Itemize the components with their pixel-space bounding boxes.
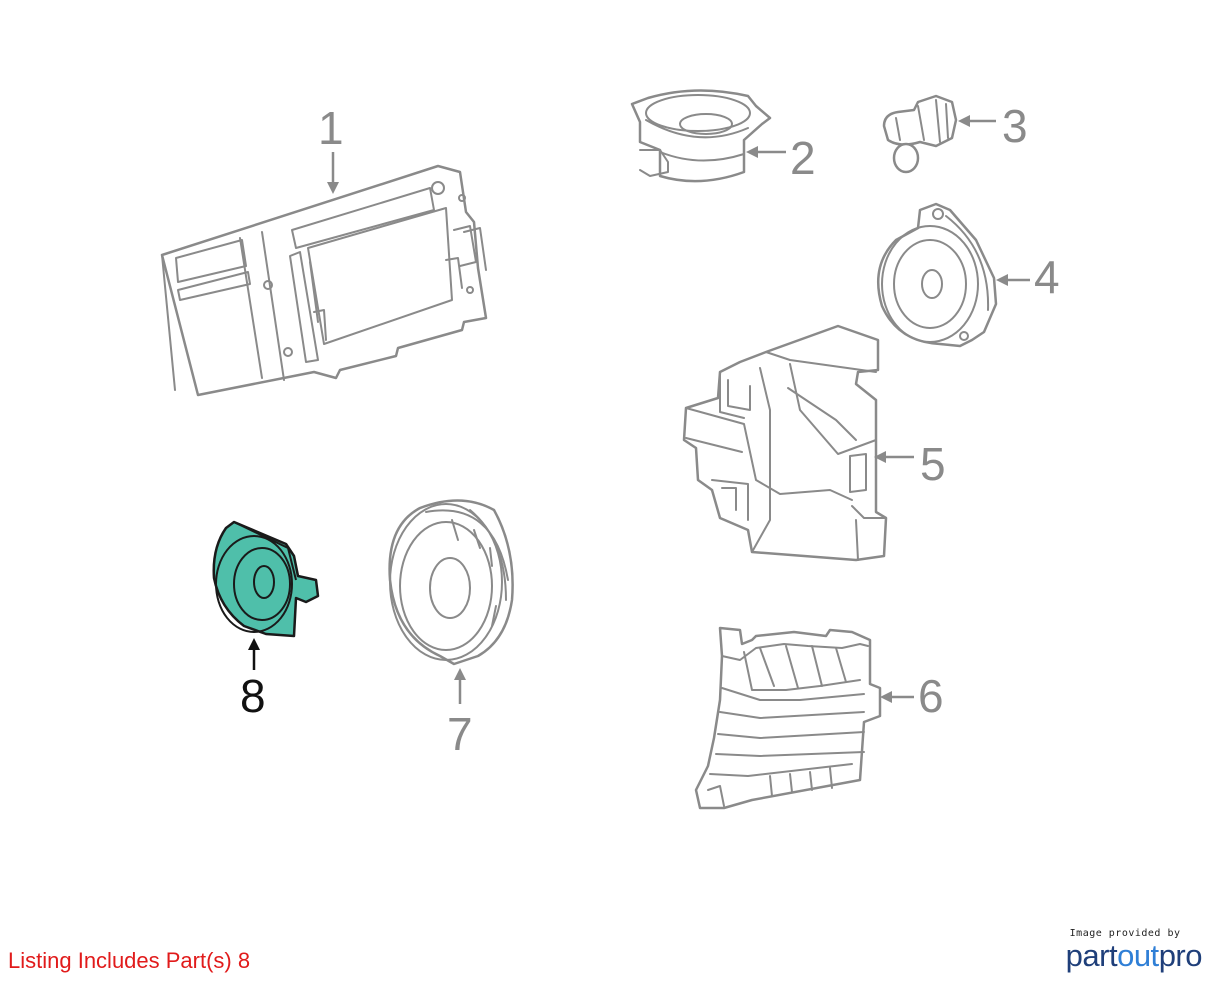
part-2-speaker — [630, 89, 772, 183]
svg-text:1: 1 — [318, 102, 344, 154]
svg-text:5: 5 — [920, 438, 946, 490]
listing-note: Listing Includes Part(s) 8 — [8, 948, 251, 973]
callout-5: 5 — [874, 438, 946, 490]
logo-text-pro: pro — [1158, 938, 1203, 973]
part-4-speaker — [876, 202, 998, 348]
callout-6: 6 — [880, 670, 944, 722]
svg-text:7: 7 — [447, 708, 473, 760]
callout-3: 3 — [958, 100, 1028, 152]
partoutpro-logo: partoutpro — [1065, 938, 1203, 973]
part-5-amplifier — [682, 324, 888, 562]
part-7-speaker — [388, 499, 514, 666]
part-3-socket — [882, 94, 958, 174]
callout-8: 8 — [240, 638, 266, 722]
svg-text:8: 8 — [240, 670, 266, 722]
image-credit: Image provided by partoutpro — [1065, 928, 1203, 973]
svg-text:6: 6 — [918, 670, 944, 722]
callout-7: 7 — [447, 668, 473, 760]
callout-1: 1 — [318, 102, 344, 194]
part-6-control-module — [694, 626, 882, 810]
callout-4: 4 — [996, 251, 1060, 303]
svg-text:2: 2 — [790, 132, 816, 184]
part-8-speaker-highlighted — [212, 520, 320, 638]
svg-text:3: 3 — [1002, 100, 1028, 152]
svg-text:4: 4 — [1034, 251, 1060, 303]
logo-text-out: out — [1117, 938, 1159, 973]
part-1-radio-unit — [160, 164, 488, 397]
credit-caption: Image provided by — [1069, 928, 1181, 939]
logo-text-part: part — [1065, 938, 1118, 973]
callout-2: 2 — [746, 132, 816, 184]
